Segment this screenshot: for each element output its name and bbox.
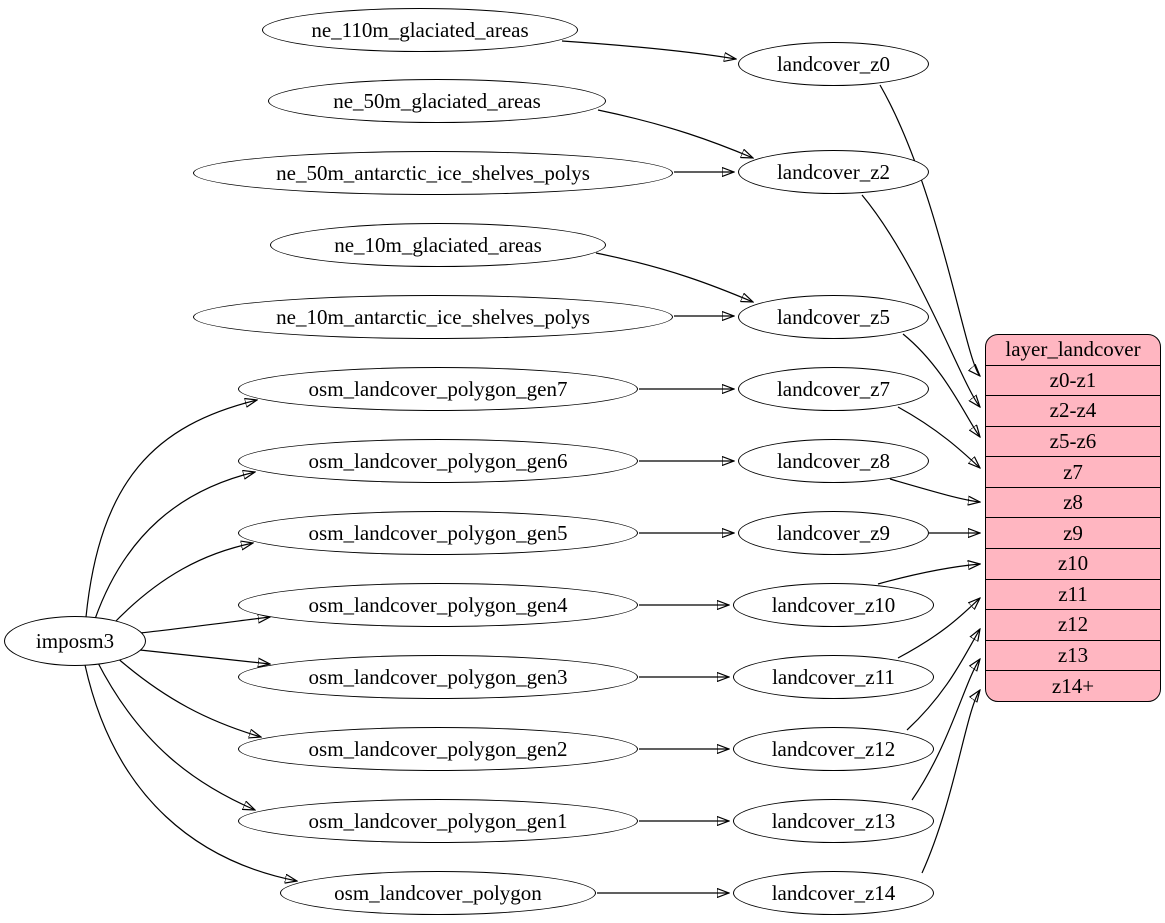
node-landcover-z13: landcover_z13 — [733, 799, 934, 843]
node-osm-landcover-polygon-gen4: osm_landcover_polygon_gen4 — [238, 583, 638, 627]
node-landcover-z8: landcover_z8 — [738, 439, 929, 483]
node-label: landcover_z2 — [776, 159, 891, 184]
node-landcover-z7: landcover_z7 — [738, 367, 929, 411]
node-landcover-z12: landcover_z12 — [733, 727, 934, 771]
node-imposm3: imposm3 — [4, 616, 146, 666]
node-label: osm_landcover_polygon_gen4 — [308, 592, 568, 617]
node-osm-landcover-polygon-gen7: osm_landcover_polygon_gen7 — [238, 367, 638, 411]
table-row-z10: z10 — [986, 548, 1160, 579]
node-label: landcover_z0 — [776, 51, 891, 76]
table-row-z11: z11 — [986, 578, 1160, 610]
table-layer-landcover: layer_landcover z0-z1 z2-z4 z5-z6 z7 z8 … — [985, 334, 1161, 702]
edge-imposm3-gen4 — [139, 617, 270, 634]
edge-z7-row — [897, 406, 980, 468]
node-ne-50m-glaciated-areas: ne_50m_glaciated_areas — [268, 79, 606, 123]
node-ne-10m-glaciated-areas: ne_10m_glaciated_areas — [270, 223, 606, 267]
node-landcover-z11: landcover_z11 — [733, 655, 934, 699]
edge-ne110m-z0 — [561, 40, 736, 59]
node-osm-landcover-polygon: osm_landcover_polygon — [280, 871, 596, 915]
node-label: osm_landcover_polygon_gen6 — [308, 448, 568, 473]
edge-z13-row — [911, 659, 980, 801]
edge-z10-row — [877, 564, 980, 585]
node-label: ne_50m_antarctic_ice_shelves_polys — [276, 160, 590, 185]
node-label: landcover_z13 — [771, 808, 896, 833]
node-landcover-z10: landcover_z10 — [733, 583, 934, 627]
node-label: landcover_z8 — [776, 448, 891, 473]
node-label: landcover_z7 — [776, 376, 891, 401]
node-label: landcover_z5 — [776, 304, 891, 329]
node-osm-landcover-polygon-gen2: osm_landcover_polygon_gen2 — [238, 727, 638, 771]
edge-z14-row — [921, 690, 980, 874]
node-ne-50m-antarctic-ice-shelves-polys: ne_50m_antarctic_ice_shelves_polys — [193, 151, 673, 195]
node-label: landcover_z12 — [771, 736, 896, 761]
node-label: ne_10m_glaciated_areas — [334, 232, 542, 257]
table-row-z7: z7 — [986, 456, 1160, 487]
node-label: osm_landcover_polygon_gen2 — [308, 736, 568, 761]
node-label: ne_110m_glaciated_areas — [311, 17, 529, 42]
table-row-z9: z9 — [986, 517, 1160, 548]
node-label: landcover_z14 — [771, 880, 896, 905]
table-header: layer_landcover — [1005, 337, 1141, 362]
edge-imposm3-gen3 — [139, 649, 270, 664]
node-osm-landcover-polygon-gen3: osm_landcover_polygon_gen3 — [238, 655, 638, 699]
edge-z0-row — [879, 84, 980, 376]
edge-imposm3-polygon — [84, 664, 297, 881]
node-landcover-z0: landcover_z0 — [738, 42, 929, 86]
node-label: osm_landcover_polygon_gen1 — [308, 808, 568, 833]
edge-z12-row — [906, 629, 980, 731]
node-osm-landcover-polygon-gen6: osm_landcover_polygon_gen6 — [238, 439, 638, 483]
node-landcover-z9: landcover_z9 — [738, 511, 929, 555]
node-landcover-z2: landcover_z2 — [738, 150, 929, 194]
node-label: osm_landcover_polygon — [334, 880, 542, 905]
edge-imposm3-gen1 — [96, 660, 255, 810]
edge-imposm3-gen6 — [94, 472, 255, 620]
table-row-z14: z14+ — [986, 670, 1160, 701]
node-osm-landcover-polygon-gen5: osm_landcover_polygon_gen5 — [238, 511, 638, 555]
node-landcover-z5: landcover_z5 — [738, 295, 929, 339]
edge-z2-row — [861, 194, 980, 407]
edge-z11-row — [897, 598, 980, 659]
table-row-z8: z8 — [986, 486, 1160, 518]
edge-ne50m-glaciated-z2 — [597, 109, 753, 158]
node-osm-landcover-polygon-gen1: osm_landcover_polygon_gen1 — [238, 799, 638, 843]
edge-ne10m-glaciated-z5 — [595, 252, 753, 302]
node-label: ne_10m_antarctic_ice_shelves_polys — [276, 304, 590, 329]
table-row-z13: z13 — [986, 639, 1160, 671]
edge-imposm3-gen7 — [85, 400, 257, 618]
node-label: ne_50m_glaciated_areas — [333, 88, 541, 113]
edge-z5-row — [902, 333, 980, 437]
table-row-z2-z4: z2-z4 — [986, 395, 1160, 426]
node-ne-10m-antarctic-ice-shelves-polys: ne_10m_antarctic_ice_shelves_polys — [193, 295, 673, 339]
edge-imposm3-gen2 — [114, 655, 261, 737]
node-landcover-z14: landcover_z14 — [733, 871, 934, 915]
table-row-z0-z1: z0-z1 — [986, 364, 1160, 396]
table-row-z12: z12 — [986, 609, 1160, 640]
node-label: landcover_z11 — [772, 664, 895, 689]
node-label: landcover_z10 — [771, 592, 896, 617]
edge-imposm3-gen5 — [111, 543, 253, 626]
node-label: landcover_z9 — [776, 520, 891, 545]
node-label: imposm3 — [35, 628, 115, 653]
node-label: osm_landcover_polygon_gen5 — [308, 520, 568, 545]
node-label: osm_landcover_polygon_gen7 — [308, 376, 568, 401]
node-ne-110m-glaciated-areas: ne_110m_glaciated_areas — [262, 8, 578, 52]
node-label: osm_landcover_polygon_gen3 — [308, 664, 568, 689]
edge-z8-row — [889, 478, 980, 502]
table-row-z5-z6: z5-z6 — [986, 425, 1160, 457]
